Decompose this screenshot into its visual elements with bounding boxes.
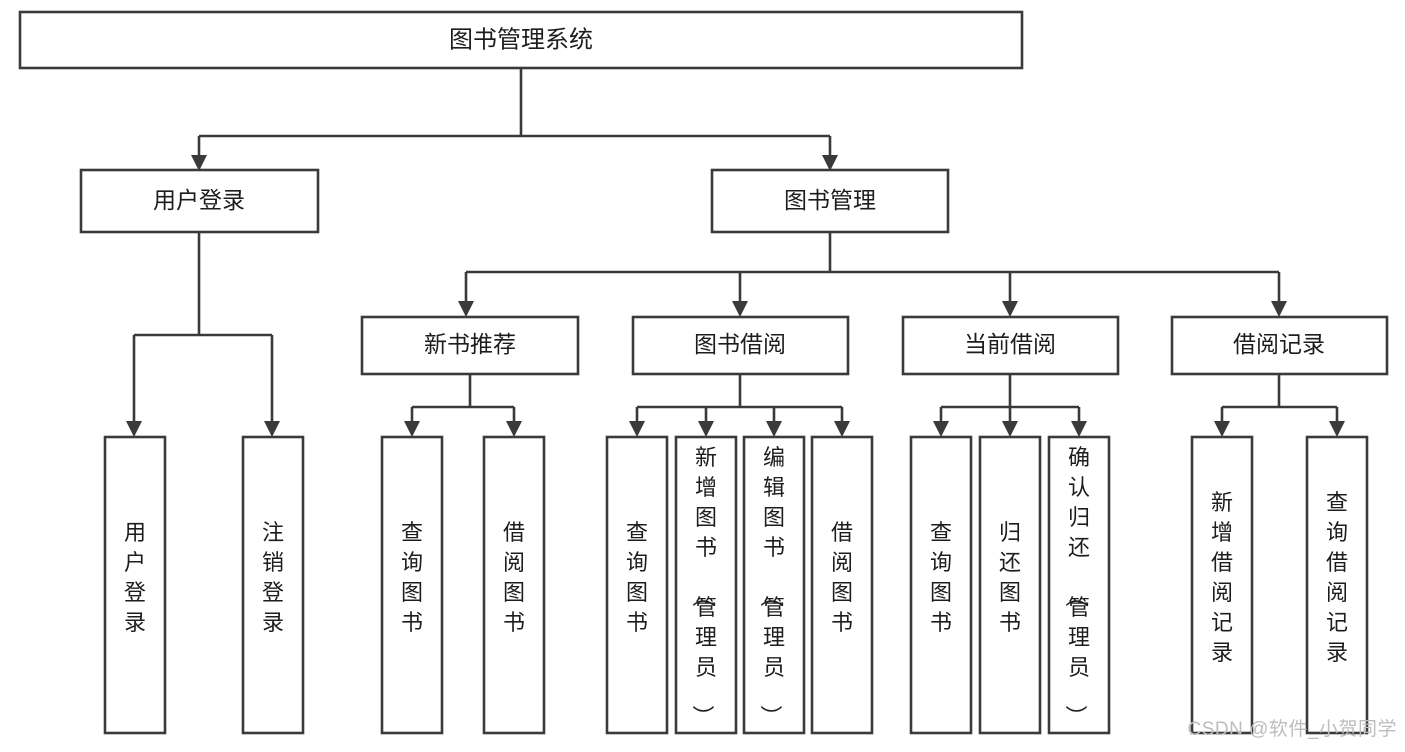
leaf-book-borrow-add-label: 新增图书（管理员） [690, 445, 717, 727]
leaf-user-login-logout[interactable]: 注销登录 [241, 435, 305, 735]
connector-book-management-to-level3 [458, 232, 1287, 317]
leaf-book-borrow-query[interactable]: 查询图书 [605, 435, 669, 735]
node-new-book-recommend-label: 新书推荐 [424, 331, 516, 357]
leaf-current-borrow-query-label: 查询图书 [930, 520, 952, 635]
leaf-new-book-borrow[interactable]: 借阅图书 [482, 435, 546, 735]
leaf-current-borrow-return[interactable]: 归还图书 [978, 435, 1042, 735]
leaf-current-borrow-return-label: 归还图书 [999, 520, 1021, 635]
node-current-borrow-label: 当前借阅 [964, 331, 1056, 357]
leaf-book-borrow-edit[interactable]: 编辑图书（管理员） [742, 435, 806, 735]
leaf-new-book-query-label: 查询图书 [401, 520, 423, 635]
leaf-new-book-borrow-label: 借阅图书 [503, 520, 525, 635]
node-book-management-label: 图书管理 [784, 187, 876, 213]
node-user-login[interactable]: 用户登录 [79, 168, 320, 234]
leaf-nodes: 用户登录 注销登录 查询图书 借阅图书 查询图书 新增图书 [103, 435, 1369, 735]
leaf-borrow-record-add[interactable]: 新增借阅记录 [1190, 435, 1254, 735]
connector-current-borrow-to-leaves [933, 374, 1087, 437]
connector-new-book-to-leaves [404, 374, 522, 437]
node-current-borrow[interactable]: 当前借阅 [901, 315, 1120, 376]
leaf-user-login-login-label: 用户登录 [124, 520, 146, 635]
leaf-book-borrow-query-label: 查询图书 [626, 520, 648, 635]
connector-book-borrow-to-leaves [629, 374, 850, 437]
leaf-borrow-record-query-label: 查询借阅记录 [1326, 490, 1348, 665]
node-book-borrow-label: 图书借阅 [694, 331, 786, 357]
node-new-book-recommend[interactable]: 新书推荐 [360, 315, 580, 376]
node-borrow-record-label: 借阅记录 [1233, 331, 1325, 357]
leaf-borrow-record-query[interactable]: 查询借阅记录 [1305, 435, 1369, 735]
node-borrow-record[interactable]: 借阅记录 [1170, 315, 1389, 376]
node-book-borrow[interactable]: 图书借阅 [631, 315, 850, 376]
leaf-user-login-logout-label: 注销登录 [262, 520, 284, 635]
leaf-current-borrow-query[interactable]: 查询图书 [909, 435, 973, 735]
node-root-title[interactable]: 图书管理系统 [18, 10, 1024, 70]
connector-user-login-to-leaves [126, 232, 280, 437]
node-root-title-label: 图书管理系统 [449, 26, 593, 53]
leaf-borrow-record-add-label: 新增借阅记录 [1211, 490, 1233, 665]
leaf-user-login-login[interactable]: 用户登录 [103, 435, 167, 735]
leaf-book-borrow-edit-label: 编辑图书（管理员） [758, 445, 785, 727]
connector-root-to-level2 [191, 68, 838, 171]
leaf-current-borrow-confirm[interactable]: 确认归还（管理员） [1047, 435, 1111, 735]
leaf-book-borrow-add[interactable]: 新增图书（管理员） [674, 435, 738, 735]
node-book-management[interactable]: 图书管理 [710, 168, 950, 234]
leaf-current-borrow-confirm-label: 确认归还（管理员） [1063, 445, 1090, 727]
leaf-new-book-query[interactable]: 查询图书 [380, 435, 444, 735]
node-user-login-label: 用户登录 [153, 187, 245, 213]
connector-borrow-record-to-leaves [1214, 374, 1345, 437]
leaf-book-borrow-borrow-label: 借阅图书 [831, 520, 853, 635]
leaf-book-borrow-borrow[interactable]: 借阅图书 [810, 435, 874, 735]
